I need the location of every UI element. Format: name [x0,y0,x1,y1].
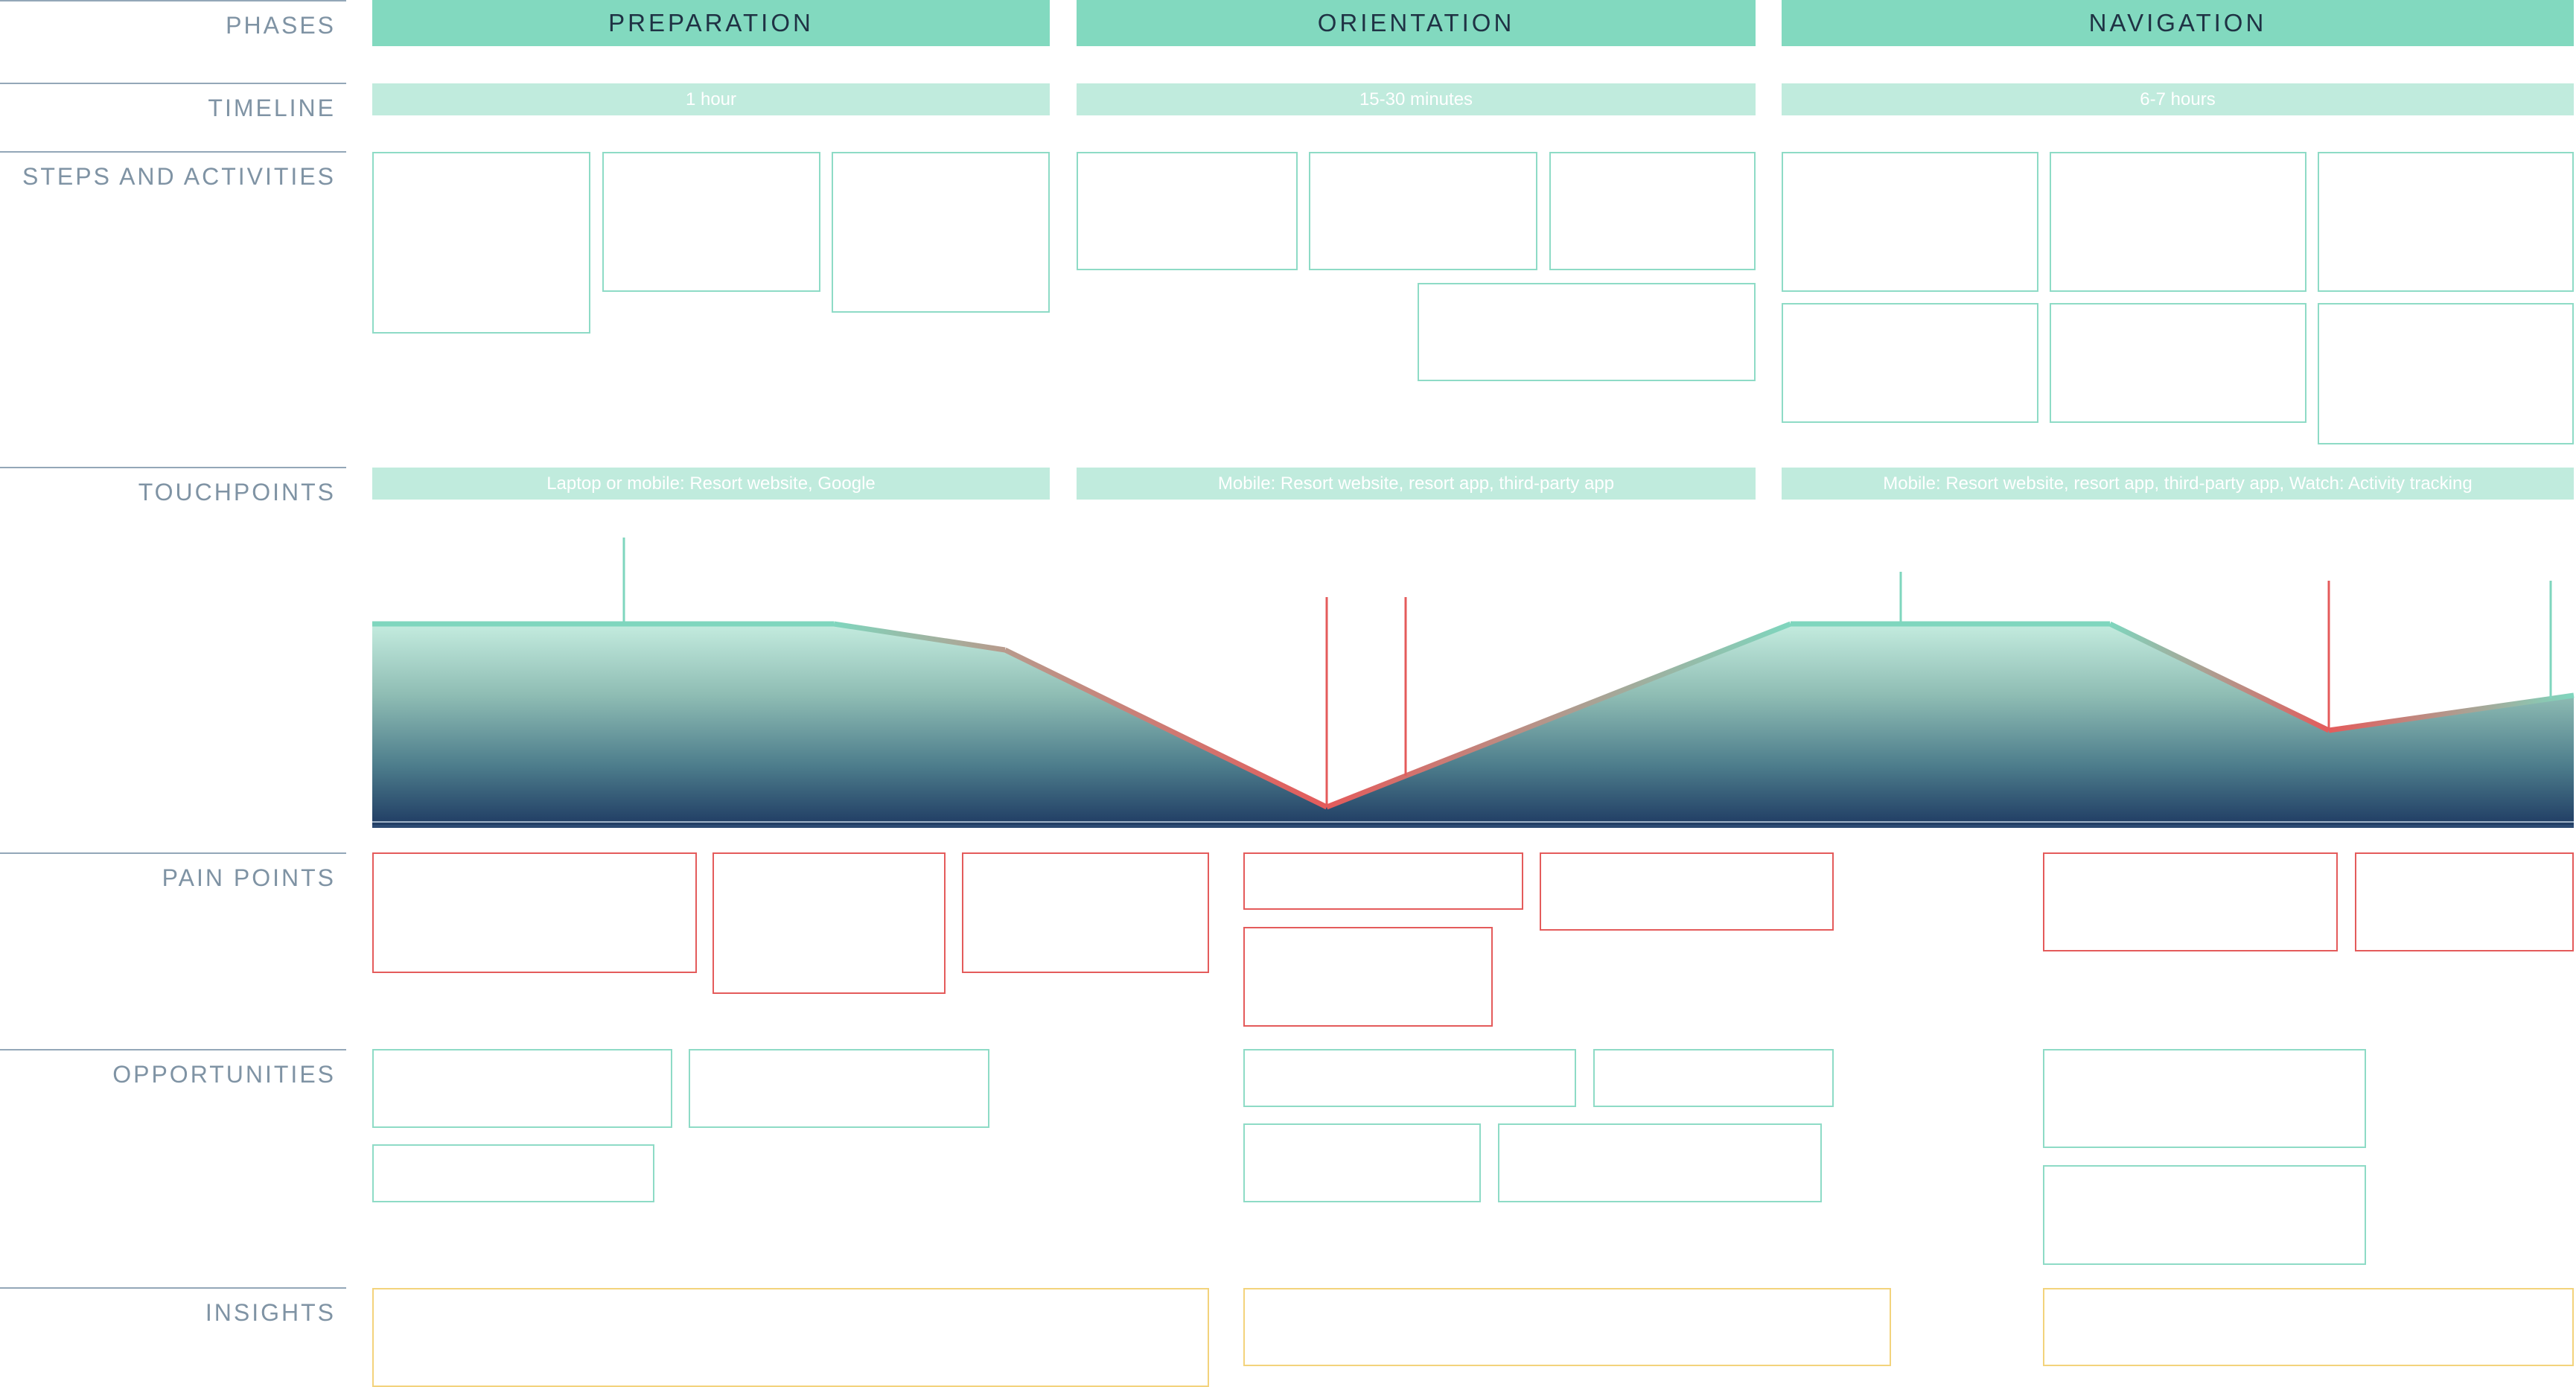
opportunity-box [1243,1123,1481,1202]
row-label-touchpoints-text: TOUCHPOINTS [138,479,336,506]
step-box [2318,152,2574,292]
curve-segment [1004,647,1328,810]
insight-box [372,1288,1209,1387]
pain-point-box [1243,852,1523,910]
step-box [1309,152,1537,270]
row-label-touchpoints: TOUCHPOINTS [0,467,346,506]
phase-name: PREPARATION [608,9,814,36]
timeline-text: 6-7 hours [2140,89,2216,109]
pain-point-box [2355,852,2574,951]
insight-box [1243,1288,1891,1366]
opportunity-box [372,1144,654,1202]
opportunity-box [1593,1049,1834,1107]
row-label-pain-points: PAIN POINTS [0,852,346,892]
step-box [1782,303,2038,423]
opportunity-box [689,1049,989,1128]
opportunity-box [2043,1049,2366,1148]
timeline-text: 15-30 minutes [1359,89,1473,109]
row-label-phases: PHASES [0,0,346,39]
pain-point-box [1540,852,1834,931]
row-label-opportunities-text: OPPORTUNITIES [112,1061,336,1088]
step-box [2050,152,2306,292]
timeline-text: 1 hour [685,89,737,109]
touchpoints-text: Laptop or mobile: Resort website, Google [546,473,876,494]
opportunity-box [1243,1049,1576,1107]
row-label-phases-text: PHASES [226,12,336,39]
timeline-orientation: 15-30 minutes [1077,83,1756,115]
row-label-opportunities: OPPORTUNITIES [0,1049,346,1088]
pain-point-box [2043,852,2338,951]
curve-segment [2328,692,2575,733]
phase-header-preparation: PREPARATION [372,0,1050,46]
step-box [1418,283,1756,381]
pain-point-box [962,852,1209,973]
step-box [2050,303,2306,423]
step-box [372,152,590,334]
pain-point-box [1243,927,1493,1027]
step-box [1077,152,1298,270]
pain-point-box [712,852,946,994]
curve-segment [1325,621,1792,810]
step-box [2318,303,2574,444]
row-label-timeline-text: TIMELINE [208,95,336,121]
row-label-pain-points-text: PAIN POINTS [162,864,336,891]
opportunity-box [2043,1165,2366,1265]
row-label-steps-text: STEPS AND ACTIVITIES [22,163,336,190]
step-box [1782,152,2038,292]
phase-header-orientation: ORIENTATION [1077,0,1756,46]
row-label-insights-text: INSIGHTS [205,1299,336,1326]
touchpoints-orientation: Mobile: Resort website, resort app, thir… [1077,468,1756,500]
phase-name: NAVIGATION [2088,9,2267,36]
row-label-insights: INSIGHTS [0,1287,346,1327]
pain-point-box [372,852,697,973]
row-label-steps: STEPS AND ACTIVITIES [0,151,346,191]
opportunity-box [1498,1123,1822,1202]
touchpoints-preparation: Laptop or mobile: Resort website, Google [372,468,1050,500]
phase-header-navigation: NAVIGATION [1782,0,2574,46]
phase-name: ORIENTATION [1317,9,1515,36]
step-box [602,152,820,292]
emotion-area [372,624,2574,825]
step-box [832,152,1050,313]
timeline-preparation: 1 hour [372,83,1050,115]
insight-box [2043,1288,2574,1366]
opportunity-box [372,1049,672,1128]
touchpoints-text: Mobile: Resort website, resort app, thir… [1217,473,1615,494]
row-label-timeline: TIMELINE [0,83,346,122]
timeline-navigation: 6-7 hours [1782,83,2574,115]
curve-segment [833,621,1006,653]
touchpoints-navigation: Mobile: Resort website, resort app, thir… [1782,468,2574,500]
curve-segment [2108,621,2330,733]
touchpoints-text: Mobile: Resort website, resort app, thir… [1883,473,2473,494]
step-box [1549,152,1756,270]
